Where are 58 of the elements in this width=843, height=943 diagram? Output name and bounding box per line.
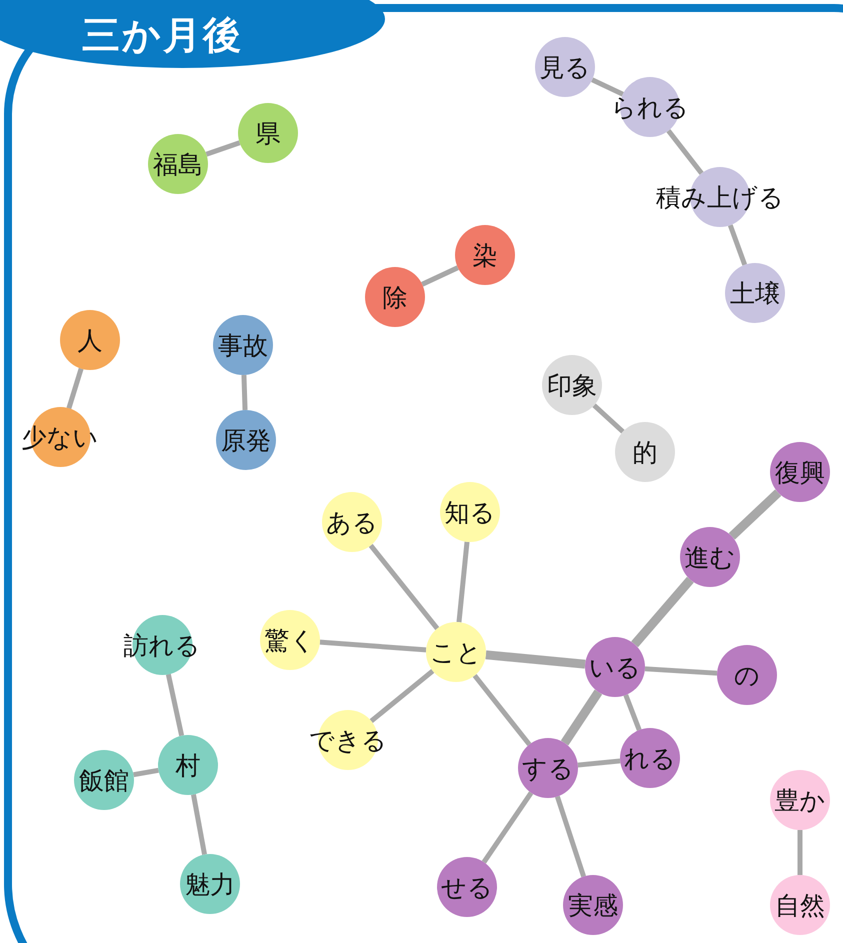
word-label: 染	[472, 242, 498, 268]
word-label: 事故	[218, 332, 268, 358]
word-label: 的	[632, 440, 658, 464]
word-label: 原発	[221, 428, 271, 452]
link-line	[798, 830, 802, 875]
link-line	[206, 140, 240, 157]
link-line	[592, 403, 625, 434]
title: 三か月後	[82, 16, 243, 54]
link-line	[485, 650, 586, 669]
link-line	[482, 791, 534, 864]
word-label: 土壌	[730, 280, 780, 306]
word-label: 飯館	[79, 768, 129, 792]
link-line	[456, 542, 470, 622]
word-label: 村	[176, 752, 200, 778]
link-line	[166, 674, 184, 736]
link-line	[644, 666, 718, 676]
word-label: 進む	[684, 544, 736, 570]
link-line	[472, 674, 532, 746]
link-line	[421, 265, 459, 287]
word-label: いる	[589, 654, 641, 680]
link-line	[320, 640, 426, 652]
word-label: 人	[78, 328, 102, 352]
link-line	[368, 544, 440, 630]
link-line	[728, 224, 748, 266]
word-label: ある	[326, 510, 378, 534]
link-line	[191, 794, 207, 855]
word-label: 魅力	[185, 872, 235, 896]
link-line	[554, 796, 586, 878]
word-label: 積み上げる	[656, 184, 784, 210]
word-label: する	[522, 756, 574, 780]
word-label: られる	[611, 94, 689, 120]
link-line	[241, 374, 248, 410]
link-line	[370, 669, 434, 723]
link-line	[560, 690, 602, 746]
word-label: 自然	[775, 892, 825, 918]
link-line	[623, 694, 642, 731]
link-line	[133, 768, 159, 778]
link-line	[66, 368, 84, 410]
word-label: れる	[624, 746, 676, 770]
word-label: 見る	[540, 54, 590, 80]
link-line	[591, 78, 624, 96]
word-label: 驚く	[264, 628, 316, 652]
word-label: 知る	[444, 500, 496, 524]
word-label: の	[734, 662, 760, 688]
word-label: 豊か	[774, 788, 826, 812]
word-label: 復興	[775, 460, 825, 484]
link-line	[728, 489, 782, 540]
word-label: 印象	[547, 372, 597, 398]
word-label: こと	[430, 640, 482, 664]
link-line	[631, 576, 694, 648]
link-line	[666, 129, 704, 175]
link-line	[578, 758, 620, 768]
word-label: 実感	[568, 892, 618, 918]
word-label: できる	[309, 728, 387, 752]
word-label: せる	[441, 874, 493, 900]
word-label: 福島	[153, 152, 203, 176]
word-label: 除	[382, 284, 408, 310]
word-label: 県	[256, 120, 280, 146]
